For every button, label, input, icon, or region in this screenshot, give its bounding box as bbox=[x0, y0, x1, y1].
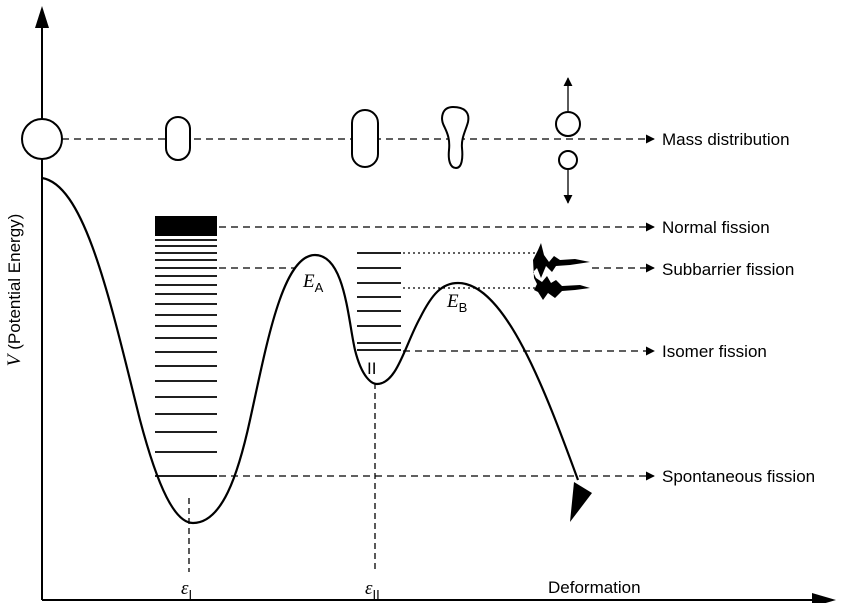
well-two-label: II bbox=[367, 359, 376, 378]
resonance-connectors bbox=[403, 252, 535, 289]
well-two-levels bbox=[357, 252, 401, 351]
elongated-shape-icon bbox=[351, 109, 379, 168]
barrier-a-label: EA bbox=[302, 271, 324, 295]
heavy-fragment-icon bbox=[555, 111, 581, 137]
label-subbarrier-fission: Subbarrier fission bbox=[662, 260, 794, 279]
well-one-levels bbox=[155, 216, 217, 477]
label-mass-distribution: Mass distribution bbox=[662, 130, 790, 149]
asymmetric-shape-icon bbox=[441, 105, 470, 170]
slight-deformed-shape-icon bbox=[165, 116, 191, 161]
x-axis-label: Deformation bbox=[548, 578, 641, 597]
barrier-b-label: EB bbox=[446, 291, 467, 315]
label-isomer-fission: Isomer fission bbox=[662, 342, 767, 361]
epsilon-two-label: εII bbox=[365, 578, 380, 602]
curve-end-arrow-icon bbox=[570, 482, 592, 522]
light-fragment-icon bbox=[558, 150, 578, 170]
subbarrier-spectrum bbox=[533, 243, 590, 300]
sphere-shape-icon bbox=[21, 118, 63, 160]
label-normal-fission: Normal fission bbox=[662, 218, 770, 237]
label-spontaneous-fission: Spontaneous fission bbox=[662, 467, 815, 486]
y-axis-arrow-icon bbox=[35, 6, 49, 28]
epsilon-one-label: εI bbox=[181, 578, 192, 602]
y-axis-label: V(Potential Energy) bbox=[4, 214, 25, 367]
potential-energy-curve bbox=[41, 176, 580, 525]
x-axis-arrow-icon bbox=[812, 593, 836, 603]
